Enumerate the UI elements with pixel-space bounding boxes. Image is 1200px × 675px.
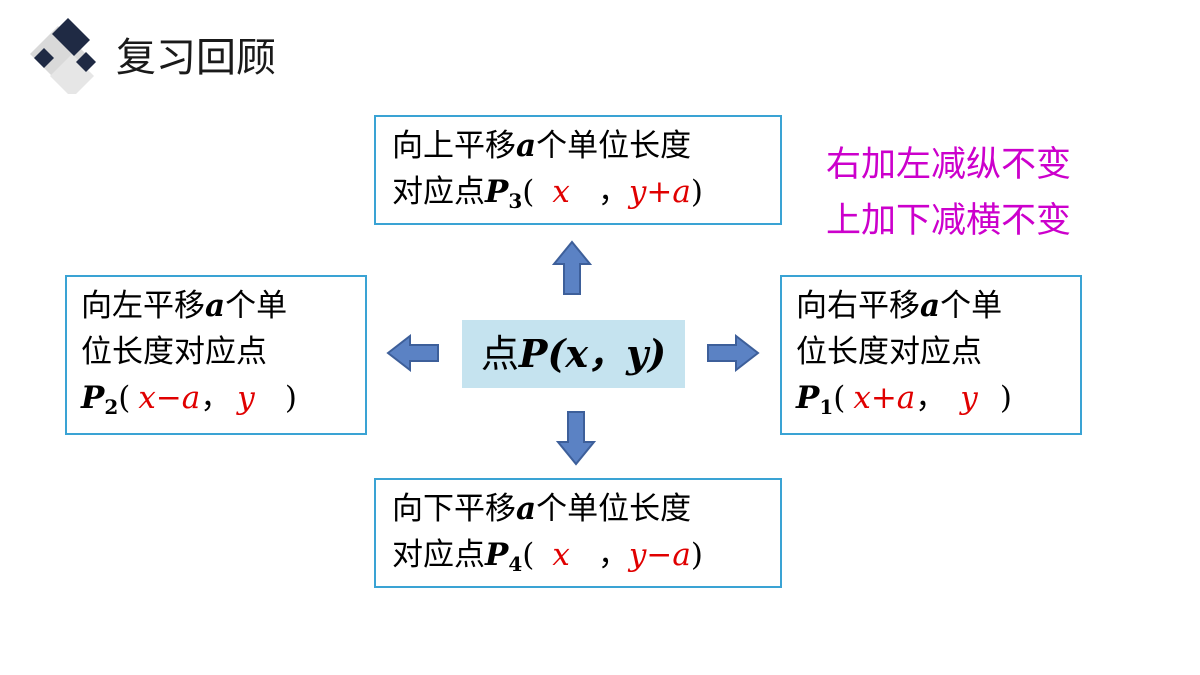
right-point: P — [796, 380, 820, 416]
down-text-c: 对应点 — [392, 537, 485, 573]
up-line1: 向上平移a个单位长度 — [392, 123, 766, 169]
down-text-b: 个单位长度 — [536, 491, 692, 527]
right-line1: 向右平移a个单 — [796, 283, 1066, 329]
left-line3: P2(x−a，y) — [81, 375, 351, 421]
left-sub: 2 — [104, 395, 119, 419]
down-y-answer: y−a — [628, 537, 691, 573]
left-open: ( — [118, 380, 131, 416]
right-var-a: a — [920, 288, 941, 324]
up-var-a: a — [516, 128, 537, 164]
up-text-a: 向上平移 — [392, 128, 516, 164]
left-var-a: a — [205, 288, 226, 324]
up-comma: ， — [597, 174, 629, 210]
right-x-answer: x+a — [853, 380, 916, 416]
translate-left-box: 向左平移a个单 位长度对应点 P2(x−a，y) — [65, 275, 367, 435]
left-x-answer: x−a — [138, 380, 201, 416]
left-close: ) — [284, 380, 297, 416]
right-text-b: 个单 — [940, 288, 1003, 324]
arrow-down-icon — [556, 411, 596, 466]
down-point: P — [485, 537, 509, 573]
arrow-right-icon — [707, 334, 760, 372]
translate-up-box: 向上平移a个单位长度 对应点P3( x ，y+a) — [374, 115, 782, 225]
up-sub: 3 — [508, 189, 523, 213]
up-line2: 对应点P3( x ，y+a) — [392, 169, 766, 215]
up-open: ( — [522, 174, 535, 210]
center-args: (x，y) — [547, 331, 667, 376]
arrow-up-icon — [552, 240, 592, 295]
center-point-box: 点P(x，y) — [462, 320, 685, 388]
down-open: ( — [522, 537, 535, 573]
left-y-answer: y — [237, 380, 255, 416]
right-sub: 1 — [819, 395, 834, 419]
translate-right-box: 向右平移a个单 位长度对应点 P1(x+a， y) — [780, 275, 1082, 435]
right-text-a: 向右平移 — [796, 288, 920, 324]
left-comma: ， — [200, 380, 232, 416]
down-line2: 对应点P4( x ，y−a) — [392, 532, 766, 578]
down-line1: 向下平移a个单位长度 — [392, 486, 766, 532]
down-text-a: 向下平移 — [392, 491, 516, 527]
left-text-a: 向左平移 — [81, 288, 205, 324]
left-line2: 位长度对应点 — [81, 334, 267, 370]
logo-icon — [30, 18, 96, 94]
down-comma: ， — [597, 537, 629, 573]
down-close: ) — [690, 537, 703, 573]
down-var-a: a — [516, 491, 537, 527]
down-sub: 4 — [508, 552, 523, 576]
center-point: P — [518, 331, 548, 376]
right-y-answer: y — [960, 380, 978, 416]
left-point: P — [81, 380, 105, 416]
up-text-c: 对应点 — [392, 174, 485, 210]
down-x-answer: x — [552, 537, 570, 573]
left-text-b: 个单 — [225, 288, 288, 324]
up-text-b: 个单位长度 — [536, 128, 692, 164]
up-close: ) — [690, 174, 703, 210]
right-line3: P1(x+a， y) — [796, 375, 1066, 421]
up-point: P — [485, 174, 509, 210]
right-close: ) — [999, 380, 1012, 416]
left-line1: 向左平移a个单 — [81, 283, 351, 329]
up-y-answer: y+a — [628, 174, 691, 210]
right-comma: ， — [915, 380, 947, 416]
arrow-left-icon — [386, 334, 439, 372]
rule-vertical: 上加下减横不变 — [826, 201, 1072, 241]
translate-down-box: 向下平移a个单位长度 对应点P4( x ，y−a) — [374, 478, 782, 588]
right-open: ( — [833, 380, 846, 416]
center-label: 点 — [480, 332, 519, 376]
page-title: 复习回顾 — [116, 35, 276, 81]
rule-horizontal: 右加左减纵不变 — [826, 145, 1072, 185]
up-x-answer: x — [552, 174, 570, 210]
right-line2: 位长度对应点 — [796, 334, 982, 370]
